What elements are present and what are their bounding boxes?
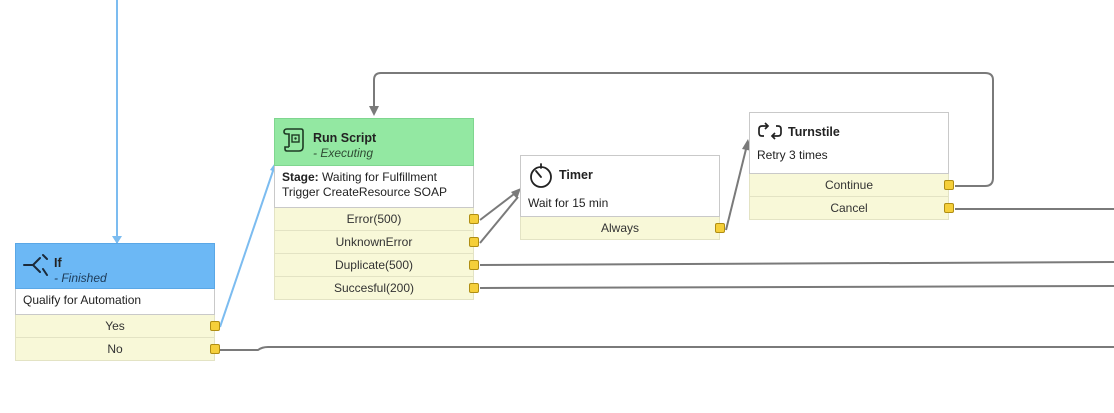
port-label: Succesful(200): [333, 281, 415, 295]
turnstile-node-header: Turnstile Retry 3 times: [749, 112, 949, 174]
timer-port-always[interactable]: Always: [520, 217, 725, 240]
turnstile-icon: [757, 122, 783, 143]
if-port-no[interactable]: No: [15, 338, 220, 361]
run-script-title: Run Script: [313, 131, 377, 145]
run-script-node[interactable]: Run Script - Executing Stage: Waiting fo…: [274, 118, 479, 300]
edge-duplicate-exit: [479, 261, 1114, 266]
edge-timer-to-turnstile: [725, 144, 748, 231]
if-node-description: Qualify for Automation: [23, 293, 142, 307]
branch-icon: [23, 253, 49, 280]
if-node-status: - Finished: [54, 271, 107, 285]
port-handle[interactable]: [944, 203, 954, 213]
timer-icon: [528, 163, 554, 192]
if-node[interactable]: If - Finished Qualify for Automation Yes…: [15, 243, 220, 361]
turnstile-port-continue[interactable]: Continue: [749, 174, 954, 197]
run-script-description-box: Stage: Waiting for Fulfillment Trigger C…: [274, 166, 474, 208]
run-script-port-successful-200[interactable]: Succesful(200): [274, 277, 479, 300]
port-label: UnknownError: [335, 235, 413, 249]
port-label: Duplicate(500): [334, 258, 414, 272]
stage-label: Stage:: [282, 170, 319, 184]
run-script-port-unknown-error[interactable]: UnknownError: [274, 231, 479, 254]
run-script-status: - Executing: [313, 146, 374, 160]
port-handle[interactable]: [210, 321, 220, 331]
port-label: Cancel: [830, 201, 868, 215]
run-script-port-duplicate-500[interactable]: Duplicate(500): [274, 254, 479, 277]
run-script-description: Trigger CreateResource SOAP: [282, 185, 447, 199]
port-handle[interactable]: [715, 223, 725, 233]
port-handle[interactable]: [469, 214, 479, 224]
if-node-description-box: Qualify for Automation: [15, 289, 215, 315]
if-node-title: If: [54, 256, 62, 270]
timer-title: Timer: [559, 168, 593, 182]
edge-arrowhead: [511, 188, 521, 199]
turnstile-title: Turnstile: [788, 125, 840, 139]
port-label: No: [107, 342, 123, 356]
edge-unknown-to-timer: [479, 196, 519, 244]
run-script-port-error-500[interactable]: Error(500): [274, 208, 479, 231]
timer-node-header: Timer Wait for 15 min: [520, 155, 720, 217]
edge-continue-loop: [373, 72, 994, 187]
script-icon: [283, 127, 305, 156]
run-script-stage-line: Stage: Waiting for Fulfillment: [282, 170, 466, 185]
stage-value: Waiting for Fulfillment: [322, 170, 437, 184]
edge-arrowhead: [112, 236, 122, 244]
port-handle[interactable]: [944, 180, 954, 190]
if-port-yes[interactable]: Yes: [15, 315, 220, 338]
edge-if-yes-to-run-script: [219, 164, 276, 328]
timer-description: Wait for 15 min: [528, 196, 609, 210]
port-label: Yes: [105, 319, 125, 333]
port-handle[interactable]: [210, 344, 220, 354]
edge-if-no-exit: [220, 346, 1114, 351]
port-label: Error(500): [346, 212, 402, 226]
turnstile-node[interactable]: Turnstile Retry 3 times Continue Cancel: [749, 112, 954, 220]
if-node-header: If - Finished: [15, 243, 215, 289]
port-label: Always: [600, 221, 639, 235]
run-script-node-header: Run Script - Executing: [274, 118, 474, 166]
turnstile-description: Retry 3 times: [757, 148, 828, 162]
edge-arrowhead: [369, 106, 379, 116]
edge-error-to-timer: [479, 190, 519, 221]
timer-node[interactable]: Timer Wait for 15 min Always: [520, 155, 725, 240]
port-handle[interactable]: [469, 237, 479, 247]
port-label: Continue: [824, 178, 874, 192]
port-handle[interactable]: [469, 283, 479, 293]
edge-successful-exit: [479, 285, 1114, 289]
turnstile-port-cancel[interactable]: Cancel: [749, 197, 954, 220]
port-handle[interactable]: [469, 260, 479, 270]
